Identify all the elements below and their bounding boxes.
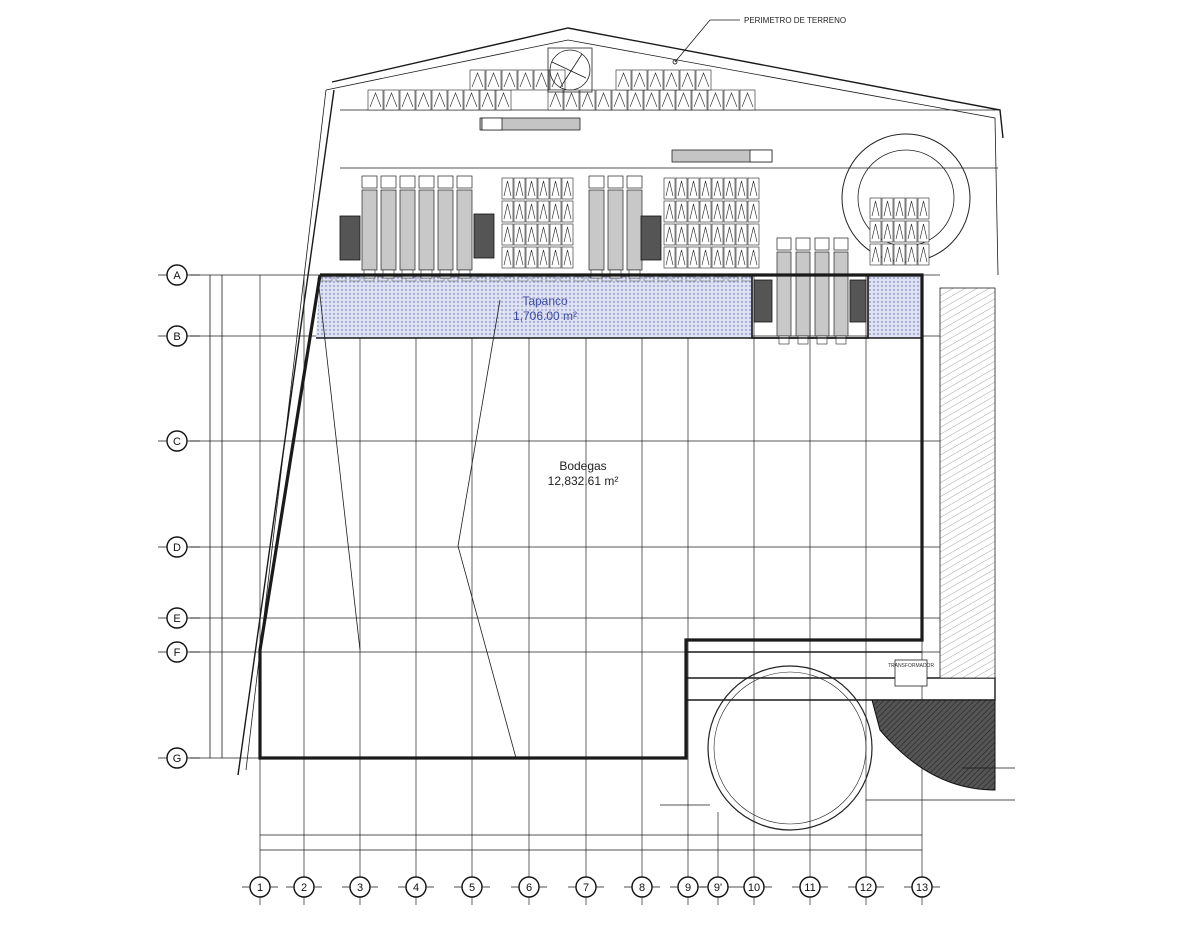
svg-text:1: 1	[257, 882, 263, 894]
row-axis-d: D	[158, 536, 200, 558]
mezzanine-area: 1,706.00 m²	[513, 309, 577, 323]
svg-text:F: F	[174, 647, 181, 659]
row-axis-c: C	[158, 430, 200, 452]
row-axis-a: A	[158, 264, 200, 286]
loading-docks	[321, 274, 869, 339]
warehouse-area: 12,832.61 m²	[548, 474, 619, 488]
svg-text:7: 7	[583, 882, 589, 894]
row-axis-markers: A B C D E F G	[158, 264, 200, 769]
column-axis-4: 4	[398, 876, 434, 898]
column-axis-10: 10	[736, 876, 772, 898]
svg-text:4: 4	[413, 882, 419, 894]
column-axis-11: 11	[792, 876, 828, 898]
svg-text:10: 10	[748, 882, 760, 894]
row-axis-g: G	[158, 747, 200, 769]
column-axis-1: 1	[242, 876, 278, 898]
row-axis-b: B	[158, 325, 200, 347]
perimeter-annotation: PERIMETRO DE TERRENO	[672, 16, 846, 65]
top-turntable	[547, 47, 593, 93]
internal-diagonal	[457, 299, 517, 759]
svg-text:5: 5	[469, 882, 475, 894]
svg-text:9: 9	[685, 882, 691, 894]
perimeter-label: PERIMETRO DE TERRENO	[744, 16, 846, 25]
structural-grid	[190, 274, 940, 905]
column-axis-5: 5	[454, 876, 490, 898]
row-axis-f: F	[158, 641, 200, 663]
svg-text:9': 9'	[714, 882, 722, 894]
parking-row-top	[367, 69, 756, 111]
warehouse-name: Bodegas	[559, 459, 606, 473]
svg-text:B: B	[173, 331, 180, 343]
column-axis-12: 12	[848, 876, 884, 898]
bottom-turning-circle: TRANSFORMADOR	[660, 659, 1015, 831]
svg-text:12: 12	[860, 882, 872, 894]
column-axis-13: 13	[904, 876, 940, 898]
svg-text:G: G	[173, 753, 182, 765]
mezzanine-zone: Tapanco 1,706.00 m²	[316, 275, 922, 338]
column-axis-7: 7	[568, 876, 604, 898]
svg-text:E: E	[173, 613, 180, 625]
svg-text:3: 3	[357, 882, 363, 894]
svg-text:11: 11	[804, 882, 815, 894]
side-hatched-zone	[939, 287, 996, 679]
truck-parking-racks	[339, 175, 930, 345]
row-axis-e: E	[158, 607, 200, 629]
svg-text:8: 8	[639, 882, 645, 894]
warehouse-outline	[258, 273, 996, 760]
column-axis-2: 2	[286, 876, 322, 898]
substation-label: TRANSFORMADOR	[888, 663, 935, 669]
svg-text:D: D	[173, 542, 181, 554]
column-axis-8: 8	[624, 876, 660, 898]
mezzanine-name: Tapanco	[522, 294, 568, 308]
column-axis-6: 6	[511, 876, 547, 898]
svg-text:13: 13	[916, 882, 928, 894]
svg-text:2: 2	[301, 882, 307, 894]
trucks-on-road	[479, 117, 773, 163]
svg-text:6: 6	[526, 882, 532, 894]
warehouse-label: Bodegas 12,832.61 m²	[548, 459, 619, 488]
svg-text:C: C	[173, 436, 181, 448]
column-axis-3: 3	[342, 876, 378, 898]
svg-text:A: A	[173, 270, 181, 282]
dimension-lines	[209, 275, 922, 851]
column-axis-9p: 9'	[700, 876, 736, 898]
